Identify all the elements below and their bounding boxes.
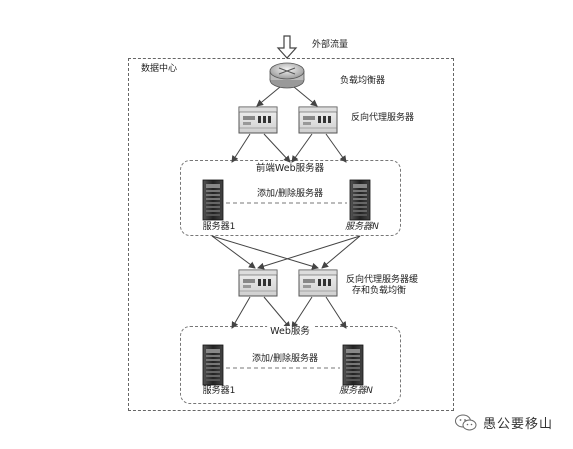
server-1-bottom-label: 服务器1 xyxy=(202,386,236,396)
traffic-arrow-icon xyxy=(276,35,298,59)
add-remove-top-label: 添加/删除服务器 xyxy=(256,189,324,199)
server-n-bottom-label: 服务器N xyxy=(339,386,373,396)
web-service-group-label: Web服务 xyxy=(267,326,313,338)
data-center-label: 数据中心 xyxy=(141,64,178,74)
load-balancer-label: 负载均衡器 xyxy=(340,76,386,86)
server-1-top-label: 服务器1 xyxy=(202,222,236,232)
cache-lb-label-line1: 反向代理服务器缓 xyxy=(346,275,419,285)
cache-lb-label-line2: 存和负载均衡 xyxy=(352,286,407,296)
server-1-bottom-icon xyxy=(202,344,224,386)
frontend-group-label: 前端Web服务器 xyxy=(252,163,328,175)
cache-proxy-left-icon xyxy=(238,269,278,297)
cache-proxy-right-icon xyxy=(298,269,338,297)
server-n-top-label: 服务器N xyxy=(345,222,379,232)
watermark: 愚公要移山 xyxy=(455,413,553,432)
server-n-top-icon xyxy=(349,179,371,221)
server-1-top-icon xyxy=(202,179,224,221)
add-remove-bottom-label: 添加/删除服务器 xyxy=(251,354,319,364)
wechat-icon xyxy=(455,414,477,430)
reverse-proxy-right-icon xyxy=(298,106,338,134)
reverse-proxy-label: 反向代理服务器 xyxy=(351,113,415,123)
load-balancer-icon xyxy=(269,62,305,89)
server-n-bottom-icon xyxy=(342,344,364,386)
reverse-proxy-left-icon xyxy=(238,106,278,134)
external-traffic-label: 外部流量 xyxy=(312,40,349,50)
watermark-text: 愚公要移山 xyxy=(483,417,554,432)
data-center-frame xyxy=(128,58,454,411)
